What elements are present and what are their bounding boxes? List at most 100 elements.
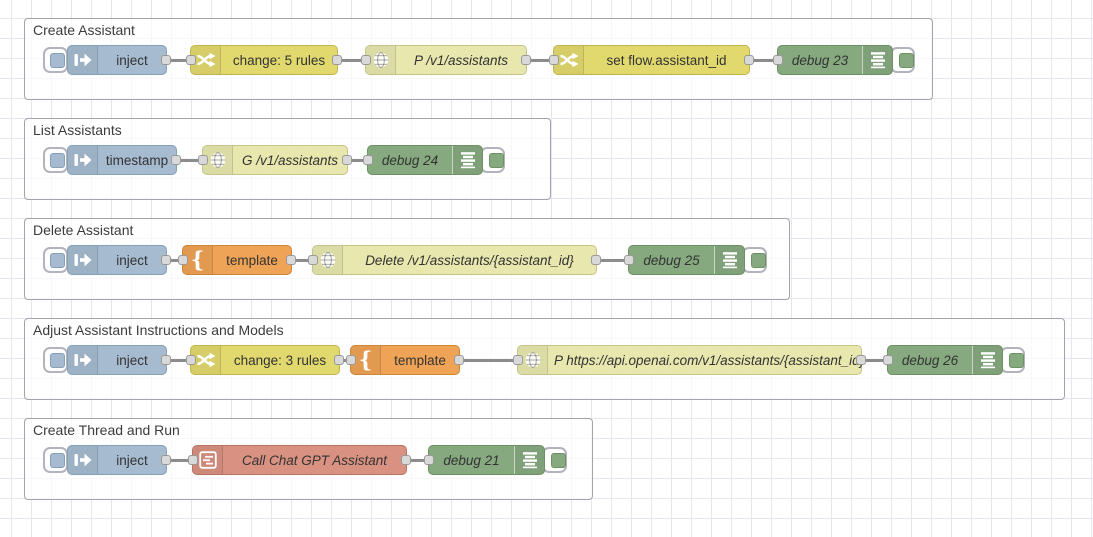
wire[interactable]	[348, 158, 367, 162]
wire[interactable]	[597, 258, 628, 262]
group-label: Create Thread and Run	[33, 422, 180, 438]
inject-button[interactable]	[43, 47, 68, 73]
node-http-request[interactable]: P https://api.openai.com/v1/assistants/{…	[513, 345, 866, 375]
wire[interactable]	[167, 358, 190, 362]
node-template[interactable]: { template	[178, 245, 296, 275]
group-label: List Assistants	[33, 122, 122, 138]
node-subflow[interactable]: Call Chat GPT Assistant	[188, 445, 411, 475]
debug-toggle-button[interactable]	[1000, 347, 1025, 373]
node-debug[interactable]: debug 24	[363, 145, 483, 175]
port-output[interactable]	[591, 255, 601, 265]
node-inject[interactable]: inject	[67, 45, 171, 75]
port-output[interactable]	[161, 55, 171, 65]
port-output[interactable]	[401, 455, 411, 465]
node-debug[interactable]: debug 26	[883, 345, 1003, 375]
node-change[interactable]: set flow.assistant_id	[549, 45, 754, 75]
wire[interactable]	[167, 458, 192, 462]
inject-button[interactable]	[43, 447, 68, 473]
port-input[interactable]	[198, 155, 208, 165]
port-input[interactable]	[178, 255, 188, 265]
subflow-frame-icon	[193, 446, 223, 474]
debug-lines-icon	[714, 246, 744, 274]
node-change[interactable]: change: 5 rules	[186, 45, 342, 75]
port-output[interactable]	[286, 255, 296, 265]
inject-button[interactable]	[43, 247, 68, 273]
inject-button-inner	[49, 352, 65, 368]
debug-toggle-button[interactable]	[890, 47, 915, 73]
port-output[interactable]	[161, 255, 171, 265]
wire[interactable]	[407, 458, 428, 462]
node-inject[interactable]: inject	[67, 345, 171, 375]
node-http-request[interactable]: P /v1/assistants	[361, 45, 531, 75]
node-http-request[interactable]: G /v1/assistants	[198, 145, 352, 175]
wire[interactable]	[167, 58, 190, 62]
debug-lines-icon	[452, 146, 482, 174]
port-input[interactable]	[188, 455, 198, 465]
port-output[interactable]	[521, 55, 531, 65]
globe-icon	[313, 246, 343, 274]
group-label: Create Assistant	[33, 22, 135, 38]
port-input[interactable]	[513, 355, 523, 365]
node-debug[interactable]: debug 21	[424, 445, 545, 475]
wire[interactable]	[750, 58, 777, 62]
wire[interactable]	[177, 158, 202, 162]
port-output[interactable]	[334, 355, 344, 365]
port-output[interactable]	[171, 155, 181, 165]
inject-arrow-icon	[68, 446, 98, 474]
debug-lines-icon	[972, 346, 1002, 374]
wire[interactable]	[460, 358, 517, 362]
port-output[interactable]	[454, 355, 464, 365]
port-input[interactable]	[363, 155, 373, 165]
node-debug[interactable]: debug 23	[773, 45, 893, 75]
debug-toggle-button[interactable]	[542, 447, 567, 473]
port-output[interactable]	[342, 155, 352, 165]
node-change[interactable]: change: 3 rules	[186, 345, 344, 375]
wire[interactable]	[527, 58, 553, 62]
shuffle-icon	[554, 46, 584, 74]
port-input[interactable]	[549, 55, 559, 65]
inject-button[interactable]	[43, 347, 68, 373]
node-debug[interactable]: debug 25	[624, 245, 745, 275]
port-input[interactable]	[883, 355, 893, 365]
port-input[interactable]	[186, 355, 196, 365]
port-output[interactable]	[856, 355, 866, 365]
node-http-request[interactable]: Delete /v1/assistants/{assistant_id}	[308, 245, 601, 275]
debug-toggle-button[interactable]	[480, 147, 505, 173]
wire[interactable]	[292, 258, 312, 262]
inject-arrow-icon	[68, 46, 98, 74]
port-output[interactable]	[744, 55, 754, 65]
node-inject[interactable]: timestamp	[67, 145, 181, 175]
debug-toggle-inner	[751, 252, 766, 268]
port-input[interactable]	[773, 55, 783, 65]
inject-arrow-icon	[68, 246, 98, 274]
wire[interactable]	[862, 358, 887, 362]
debug-toggle-button[interactable]	[742, 247, 767, 273]
port-input[interactable]	[186, 55, 196, 65]
debug-toggle-inner	[899, 52, 914, 68]
debug-lines-icon	[514, 446, 544, 474]
inject-button-inner	[49, 152, 65, 168]
curly-brace-icon: {	[351, 346, 381, 374]
port-output[interactable]	[161, 455, 171, 465]
port-input[interactable]	[361, 55, 371, 65]
globe-icon	[203, 146, 233, 174]
wire[interactable]	[167, 258, 182, 262]
inject-button-inner	[49, 52, 65, 68]
port-input[interactable]	[624, 255, 634, 265]
wire[interactable]	[340, 358, 350, 362]
node-template[interactable]: { template	[346, 345, 464, 375]
node-inject[interactable]: inject	[67, 245, 171, 275]
inject-button[interactable]	[43, 147, 68, 173]
globe-icon	[366, 46, 396, 74]
group-label: Delete Assistant	[33, 222, 134, 238]
debug-lines-icon	[862, 46, 892, 74]
port-input[interactable]	[424, 455, 434, 465]
node-inject[interactable]: inject	[67, 445, 171, 475]
shuffle-icon	[191, 346, 221, 374]
port-output[interactable]	[161, 355, 171, 365]
wire[interactable]	[338, 58, 365, 62]
port-input[interactable]	[346, 355, 356, 365]
port-output[interactable]	[332, 55, 342, 65]
port-input[interactable]	[308, 255, 318, 265]
